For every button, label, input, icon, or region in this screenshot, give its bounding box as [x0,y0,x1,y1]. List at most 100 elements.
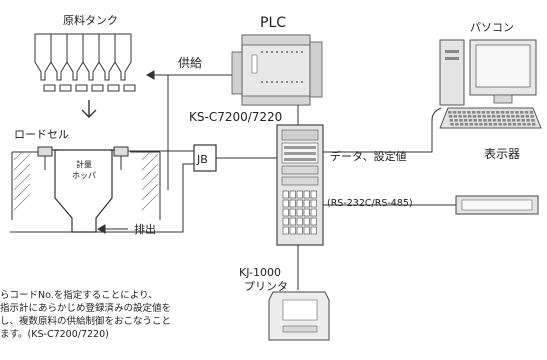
jb-label: JB [196,153,208,166]
keypad-key [303,190,310,199]
keyboard-key [496,115,501,118]
keypad-key [296,190,303,199]
plc-label: PLC [260,15,286,31]
keyboard-key [531,119,535,122]
discharge-arrow [96,224,128,234]
terminal-dot [291,51,293,53]
keypad-key [289,217,296,226]
load-cell-label: ロードセル [14,128,69,141]
keyboard-key [517,123,521,126]
keyboard-key [505,111,509,114]
keypad-key [310,199,317,208]
terminal-dot [286,81,288,83]
tank-valves [43,84,136,92]
keyboard-key [532,123,536,126]
keyboard-key [472,115,477,118]
keypad-key [296,217,303,226]
note-line: し、複数原料の供給制御をおこなうこと [0,315,171,327]
keyboard-key [448,111,452,114]
data-settings-label: データ、設定値 [330,149,407,163]
keypad-key [282,226,289,235]
hopper-label-2: ホッパ [72,171,96,180]
keyboard-key [460,123,464,126]
keyboard-key [487,115,491,118]
terminal-dot [296,51,298,53]
terminal-dot [281,51,283,53]
supply-label: 供給 [178,56,202,70]
keypad-key [303,226,310,235]
keyboard-key [452,111,457,114]
keyboard-key [521,119,525,122]
keypad-key [289,208,296,217]
keyboard-key [526,119,530,122]
note-line: 指示計にあらかじめ登録済みの設定値を [0,302,171,314]
keyboard-key [462,111,466,114]
terminal-dot [276,81,278,83]
discharge-label: 排出 [134,222,156,236]
keyboard-key [450,123,454,126]
keyboard-key [469,123,473,126]
keyboard-key [467,111,471,114]
keyboard-key [486,111,490,114]
keyboard-key [530,115,534,118]
keypad-key [289,226,296,235]
keypad-key [310,226,317,235]
weighing-indicator [276,124,324,246]
display-label: 表示器 [484,147,520,161]
terminal-dot [276,51,278,53]
terminal-dot [266,81,268,83]
terminal-dot [261,81,263,83]
keyboard-key [488,119,492,122]
terminal-dot [286,51,288,53]
pc-label: パソコン [470,21,514,34]
tank [66,33,84,81]
terminal-dot [266,51,268,53]
keypad-key [282,199,289,208]
keyboard-key [506,115,510,118]
keypad-key [310,208,317,217]
keyboard-key [458,115,462,118]
tank [50,33,68,81]
keyboard-key [474,123,478,126]
keypad-key [282,190,289,199]
keyboard-key [479,123,483,126]
load-cell-right [113,146,129,170]
keyboard-key [507,119,511,122]
keyboard-key [459,119,463,122]
terminal-dot [281,81,283,83]
tank-array [34,33,132,81]
hopper-label-1: 計量 [76,159,92,169]
keyboard-key [453,115,457,118]
note-text: らコードNo.を指定することにより、 指示計にあらかじめ登録済みの設定値を し、… [0,289,171,340]
keyboard-key [522,123,526,126]
printer-label: プリンタ [244,280,288,293]
keyboard-key [520,115,525,118]
model-label-top: KS-C7200/7220 [189,110,282,124]
keyboard-key [491,111,495,114]
note-line: らコードNo.を指定することにより、 [0,289,158,301]
personal-computer [439,39,542,129]
keyboard-key [498,123,502,126]
keyboard-key [473,119,477,122]
terminal-dot [301,51,303,53]
keypad-key [289,199,296,208]
keyboard-key [512,119,516,122]
interface-label: (RS-232C/RS-485) [327,198,413,209]
keyboard-key [476,111,481,114]
pc-cable [322,107,442,153]
keypad-key [289,190,296,199]
supply-arrow [145,70,232,190]
keyboard-key [503,123,507,126]
keyboard-key [488,123,493,126]
keyboard-key [516,115,520,118]
keyboard-key [524,111,529,114]
keyboard-key [508,123,512,126]
tank [34,33,52,81]
keyboard-key [493,123,497,126]
keyboard-key [516,119,521,122]
keyboard-key [527,123,531,126]
keyboard-key [454,119,458,122]
terminal-dot [291,81,293,83]
keyboard-key [484,123,488,126]
keyboard-key [449,119,453,122]
